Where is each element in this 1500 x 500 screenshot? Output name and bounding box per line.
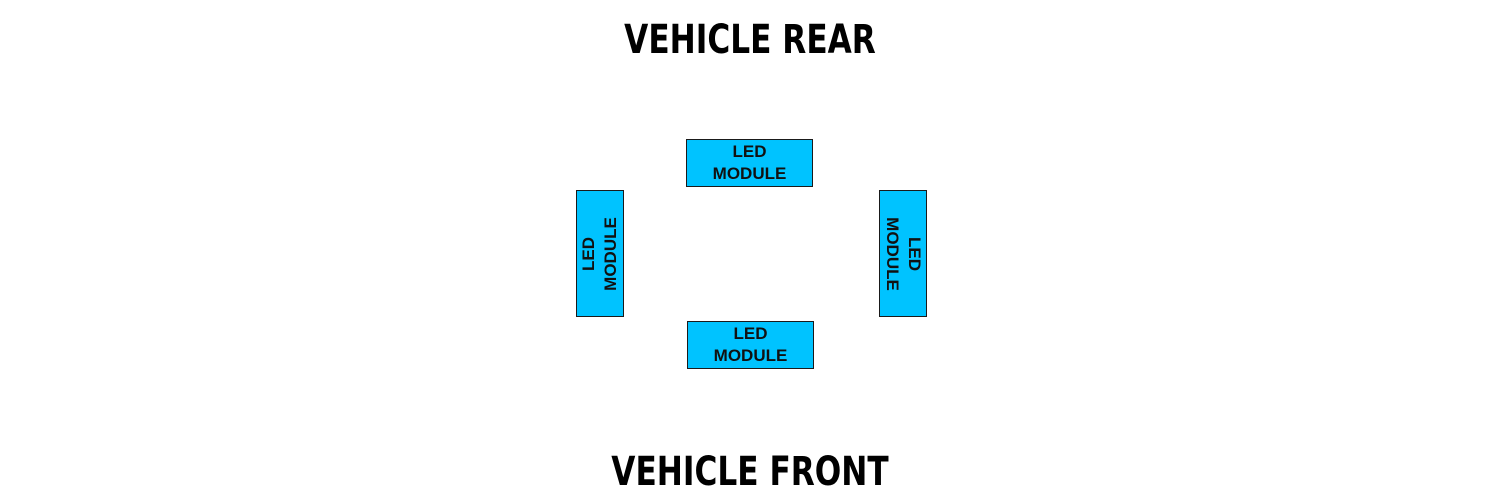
led-module-top-label-line1: LED [732, 142, 767, 161]
vehicle-front-heading: VEHICLE FRONT [611, 449, 889, 495]
led-module-top-label-line2: MODULE [712, 164, 787, 183]
vehicle-rear-heading: VEHICLE REAR [624, 17, 876, 63]
led-module-left: LED MODULE [576, 190, 624, 317]
led-module-bottom-label-line1: LED [733, 324, 768, 343]
led-module-right-label-line1: LED [905, 236, 925, 271]
led-module-bottom: LED MODULE [687, 321, 814, 369]
led-module-top: LED MODULE [686, 139, 813, 187]
led-module-bottom-label: LED MODULE [714, 323, 788, 367]
led-module-bottom-label-line2: MODULE [713, 346, 788, 365]
led-module-left-label-line2: MODULE [601, 216, 621, 291]
led-module-right: LED MODULE [879, 190, 927, 317]
led-module-top-label: LED MODULE [713, 141, 787, 185]
led-module-right-label: LED MODULE [881, 217, 925, 291]
led-module-right-label-line2: MODULE [883, 216, 903, 291]
led-module-left-label-line1: LED [579, 236, 599, 271]
led-module-left-label: LED MODULE [578, 217, 622, 291]
